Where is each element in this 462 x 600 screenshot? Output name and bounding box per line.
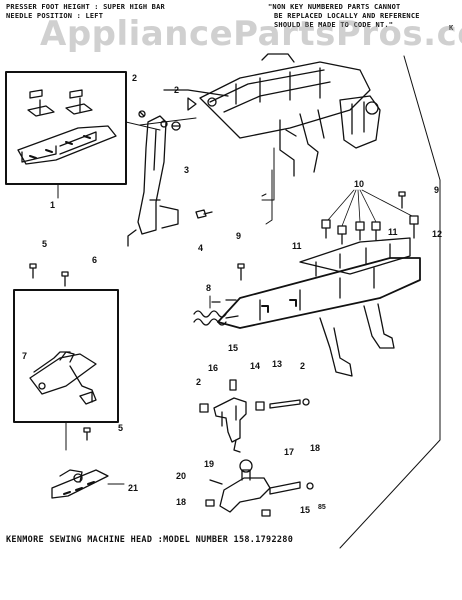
lever-assembly-lower [205,459,314,517]
screws-part-5 [29,263,91,441]
callout-3: 3 [184,165,190,175]
callout-9: 9 [236,231,242,241]
callout-6: 6 [92,255,98,265]
presser-bar-arm [127,115,179,247]
callout-19: 19 [204,459,215,469]
callout-2: 2 [132,73,138,83]
callout-85: 85 [318,504,326,511]
callout-10: 10 [354,179,365,189]
callout-21: 21 [128,483,139,493]
callout-12: 12 [432,229,443,239]
callout-11: 11 [388,227,398,237]
callout-2: 2 [174,85,180,95]
callout-8: 8 [206,283,212,293]
callout-15: 15 [228,343,239,353]
inset-box-part-6 [13,289,119,451]
spring-part-8 [193,295,239,326]
presser-foot-height-note: PRESSER FOOT HEIGHT : SUPER HIGH BAR [6,3,165,11]
non-key-parts-note-line3: SHOULD BE MADE TO CODE NT." [274,21,394,29]
callout-11: 11 [292,241,302,251]
callout-15: 15 [300,505,311,515]
needle-position-note: NEEDLE POSITION : LEFT [6,12,104,20]
callout-20: 20 [176,471,187,481]
non-key-parts-note-line1: "NON KEY NUMBERED PARTS CANNOT [268,3,401,11]
callout-2: 2 [196,377,202,387]
callout-1: 1 [50,200,56,210]
callout-18: 18 [310,443,321,453]
small-screws [138,110,406,281]
model-caption: KENMORE SEWING MACHINE HEAD :MODEL NUMBE… [6,535,294,545]
non-key-parts-note-line2: BE REPLACED LOCALLY AND REFERENCE [274,12,420,20]
watermark: AppliancePartsPros.com [40,14,462,54]
leader-lines [139,55,441,549]
callout-18: 18 [176,497,187,507]
callout-2: 2 [300,361,306,371]
callout-4: 4 [198,243,204,253]
callout-17: 17 [284,447,295,457]
inset-box-part-1 [5,71,161,199]
callout-7: 7 [22,351,28,361]
callout-9: 9 [434,185,440,195]
main-carrier-assembly [211,237,421,377]
callout-5: 5 [118,423,124,433]
presser-foot-part-21 [51,469,125,499]
needle-bar-frame [163,53,381,177]
callout-13: 13 [272,359,283,369]
callout-16: 16 [208,363,219,373]
edge-mark: K [449,24,454,32]
callout-14: 14 [250,361,261,371]
lever-assembly-upper [199,379,310,453]
callout-5: 5 [42,239,48,249]
adjuster-pins [321,189,419,245]
